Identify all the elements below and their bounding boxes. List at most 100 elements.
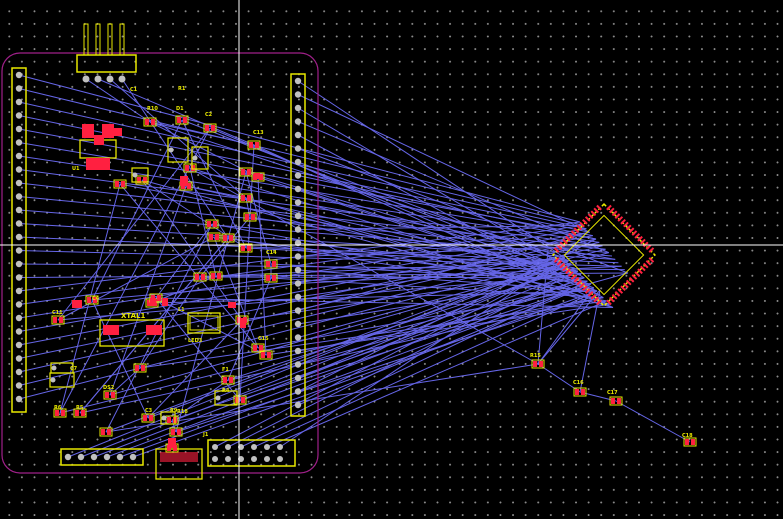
pin (294, 145, 302, 152)
smd-component[interactable] (103, 390, 117, 400)
pin (15, 85, 23, 92)
label-r6: R6 (54, 405, 62, 411)
pin (294, 172, 302, 179)
inductor-l1[interactable]: L1 (178, 307, 221, 334)
pin (294, 307, 302, 314)
component-footprint[interactable] (50, 362, 74, 374)
pin (64, 453, 72, 461)
pin (294, 361, 302, 368)
label-xtal1: XTAL1 (121, 312, 146, 320)
smd-component[interactable] (531, 359, 545, 369)
microcontroller-qfp[interactable] (547, 198, 660, 311)
pin (129, 453, 137, 461)
smd-component[interactable] (221, 233, 235, 243)
pin (294, 266, 302, 274)
label-c4: C4 (92, 296, 100, 302)
component-footprint[interactable] (131, 167, 149, 183)
smd-component[interactable] (239, 193, 253, 203)
component-footprint[interactable] (214, 390, 238, 406)
smd-component[interactable] (175, 115, 189, 125)
smd-component[interactable] (683, 437, 697, 447)
smd-component[interactable] (113, 179, 127, 189)
label-r9: R9 (170, 408, 178, 414)
smd-component[interactable] (205, 219, 219, 229)
label-r15: R15 (530, 353, 541, 359)
pin (294, 91, 302, 98)
label-c15: C15 (258, 336, 269, 342)
pin (15, 71, 23, 79)
pin (15, 179, 23, 187)
smd-component[interactable] (573, 387, 587, 397)
pin (294, 104, 302, 112)
smd-component[interactable] (264, 273, 278, 283)
copper-pad (94, 135, 104, 145)
smd-component[interactable] (183, 163, 197, 173)
label-u1: U1 (72, 166, 80, 172)
component-footprint[interactable] (167, 137, 189, 163)
pin (15, 395, 23, 403)
pin (77, 453, 85, 461)
pin (15, 287, 23, 295)
label-j1: J1 (202, 432, 209, 438)
pin (15, 112, 23, 119)
smd-component[interactable] (143, 117, 157, 127)
pin (116, 453, 124, 461)
smd-component[interactable] (73, 408, 87, 418)
smd-component[interactable] (209, 271, 223, 281)
label-c17: C17 (607, 390, 618, 396)
pin (15, 247, 23, 254)
component-footprint[interactable] (191, 146, 209, 170)
pin (15, 301, 23, 308)
pin (294, 185, 302, 193)
smd-component[interactable] (193, 272, 207, 282)
smd-component[interactable] (203, 123, 217, 133)
label-r4: R4 (222, 388, 230, 394)
smd-component[interactable] (251, 343, 265, 353)
usb-connector-j1[interactable]: J1 (155, 432, 209, 480)
smd-component[interactable] (239, 243, 253, 253)
label-f1: F1 (222, 367, 229, 373)
smd-component[interactable] (264, 259, 278, 269)
smd-component[interactable] (99, 427, 113, 437)
pin (15, 125, 23, 133)
pin (264, 456, 270, 462)
pin (294, 320, 302, 328)
board-outline (1, 52, 319, 474)
pin (294, 77, 302, 85)
component-footprint[interactable] (160, 411, 176, 425)
top-pin-header[interactable] (76, 23, 137, 83)
pin (294, 253, 302, 260)
pin (225, 456, 231, 462)
smd-component[interactable] (243, 212, 257, 222)
smd-component[interactable] (51, 315, 65, 325)
smd-component[interactable] (133, 363, 147, 373)
pin (294, 293, 302, 301)
crystal-xtal1[interactable]: XTAL1 (99, 312, 165, 347)
label-r18: R18 (177, 409, 188, 415)
label-r1: R1 (178, 86, 186, 92)
smd-component[interactable] (85, 295, 99, 305)
pin (294, 199, 302, 206)
smd-component[interactable] (207, 232, 221, 242)
pin (277, 456, 283, 462)
pin (15, 368, 23, 376)
smd-component[interactable] (53, 408, 67, 418)
smd-component[interactable] (221, 375, 235, 385)
pin (15, 166, 23, 173)
smd-component[interactable] (141, 413, 155, 423)
pin (15, 233, 23, 241)
left-pin-header[interactable] (11, 67, 27, 413)
pin (251, 444, 257, 450)
smd-component[interactable] (239, 167, 253, 177)
label-c3: C3 (145, 408, 153, 414)
bottom-pin-header-left[interactable] (60, 448, 144, 466)
smd-component[interactable] (247, 140, 261, 150)
smd-component[interactable] (609, 396, 623, 406)
smd-component[interactable] (169, 427, 183, 437)
pin (264, 444, 270, 450)
label-d1: D1 (176, 106, 184, 112)
label-l1: L1 (178, 307, 185, 313)
smd-component[interactable] (259, 350, 273, 360)
